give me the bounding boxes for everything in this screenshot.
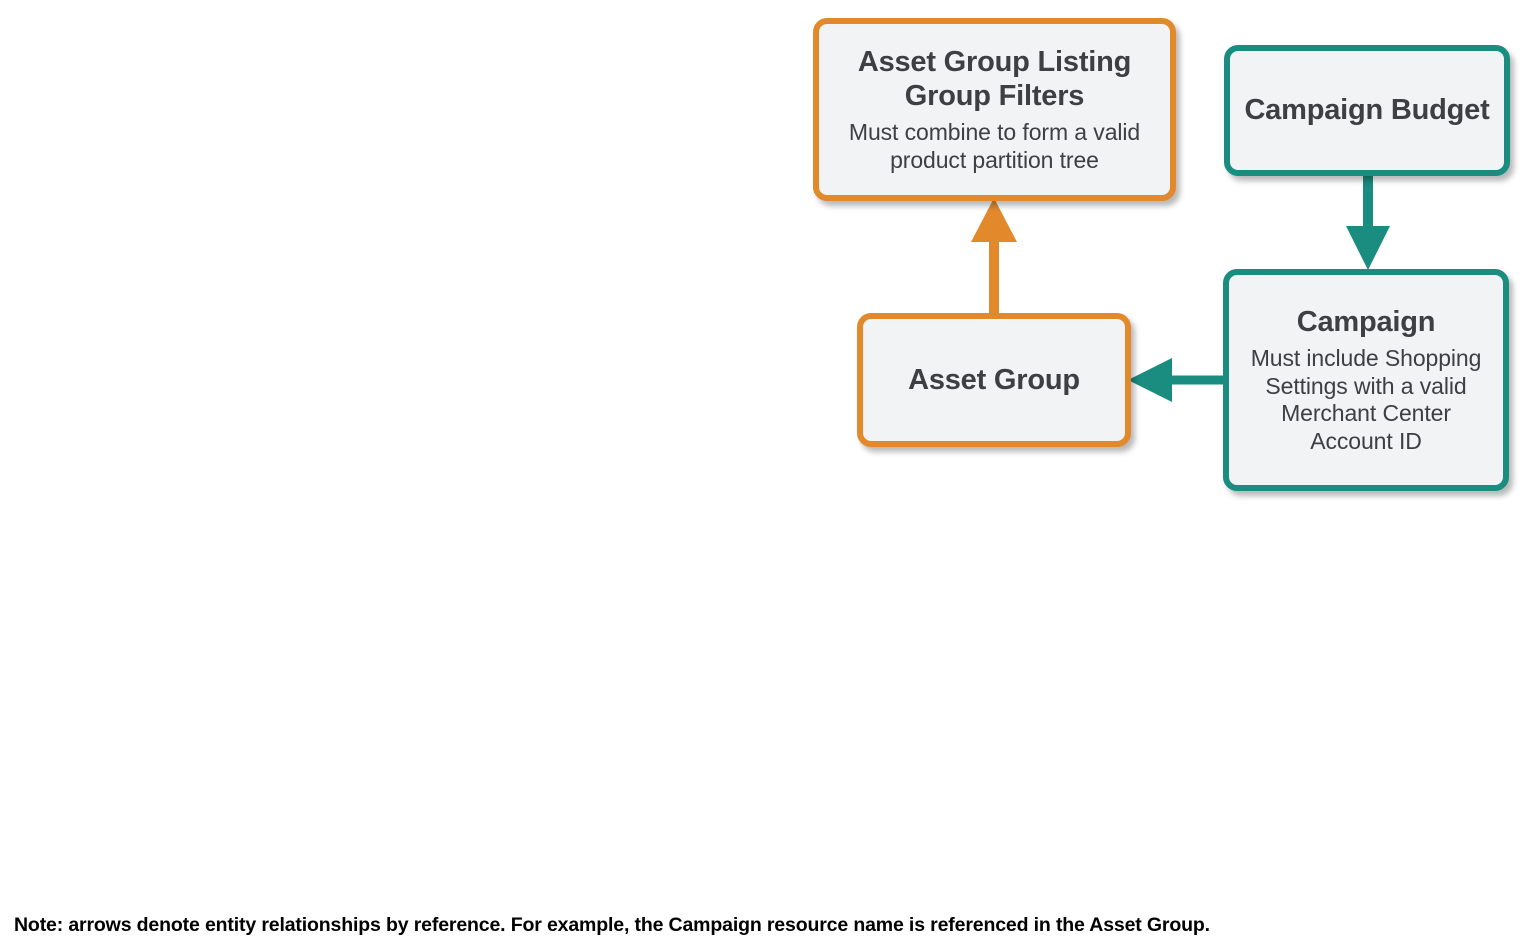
node-title: Asset Group Listing Group Filters bbox=[857, 45, 1132, 112]
node-campaign[interactable]: Campaign Must include Shopping Settings … bbox=[1223, 269, 1509, 491]
arrow-campaign-budget-to-campaign bbox=[1346, 172, 1390, 270]
arrow-campaign-to-asset-group bbox=[1128, 358, 1230, 402]
node-asset-group[interactable]: Asset Group bbox=[857, 313, 1131, 447]
node-asset-group-listing-group-filters[interactable]: Asset Group Listing Group Filters Must c… bbox=[813, 18, 1176, 201]
diagram-note: Note: arrows denote entity relationships… bbox=[14, 914, 1210, 936]
node-campaign-budget[interactable]: Campaign Budget bbox=[1224, 45, 1510, 176]
node-subtitle: Must combine to form a valid product par… bbox=[848, 119, 1141, 173]
node-title: Campaign bbox=[1296, 305, 1436, 338]
node-subtitle: Must include Shopping Settings with a va… bbox=[1250, 344, 1482, 454]
node-title: Asset Group bbox=[908, 363, 1080, 396]
node-title: Campaign Budget bbox=[1244, 94, 1490, 127]
arrow-asset-group-to-listing-group-filters bbox=[971, 198, 1017, 322]
